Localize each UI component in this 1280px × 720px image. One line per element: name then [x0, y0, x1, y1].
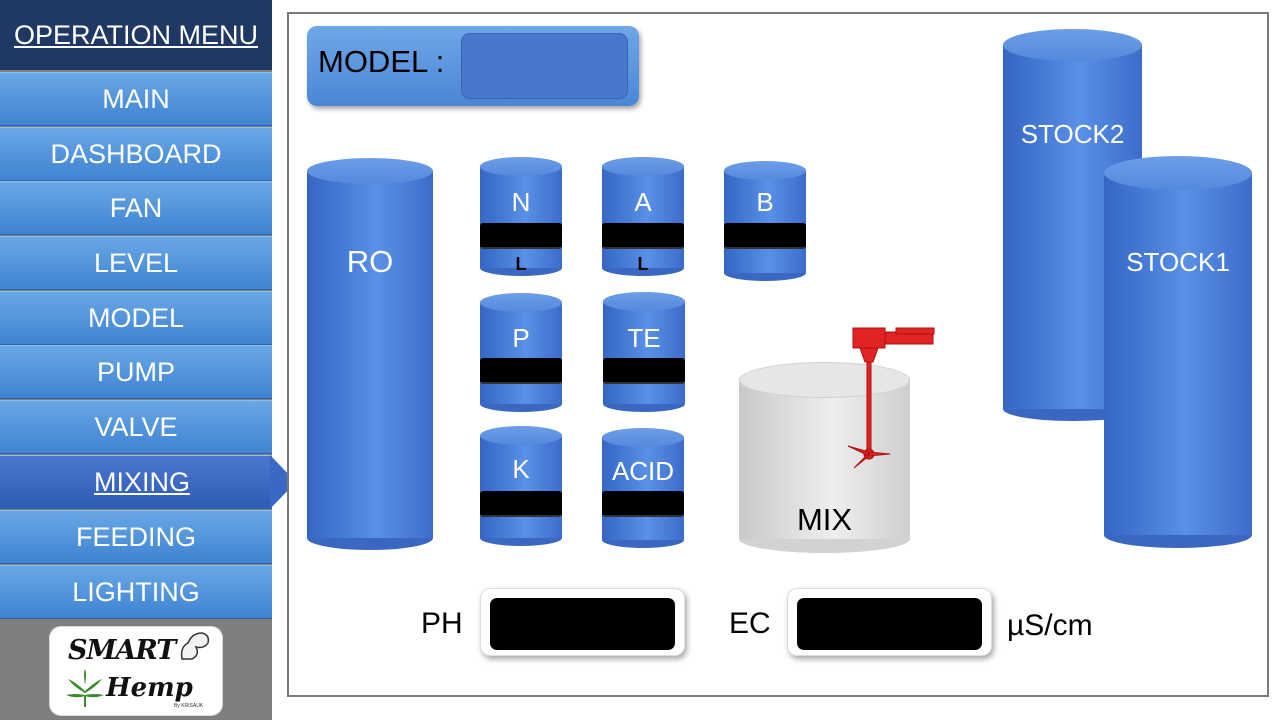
- menu-item-fan[interactable]: FAN: [0, 181, 272, 235]
- tank-a-level-indicator: L: [637, 254, 649, 274]
- menu-item-pump[interactable]: PUMP: [0, 345, 272, 399]
- model-value-field[interactable]: [461, 33, 628, 99]
- tank-acid-label: ACID: [611, 456, 675, 486]
- tank-p-label: P: [512, 323, 530, 353]
- tank-ro-label: RO: [346, 244, 394, 279]
- menu-item-lighting[interactable]: LIGHTING: [0, 565, 272, 619]
- tank-n-level-bar: [480, 223, 562, 249]
- menu-title: OPERATION MENU: [0, 0, 272, 70]
- cannabis-leaf-icon: [66, 669, 104, 707]
- tank-b-label: B: [756, 187, 774, 217]
- tank-acid-level-bar: [602, 491, 684, 517]
- menu-item-dashboard[interactable]: DASHBOARD: [0, 127, 272, 181]
- tank-acid[interactable]: ACID: [602, 428, 684, 548]
- ph-readout-frame: [480, 588, 685, 656]
- tank-k-level-bar: [480, 491, 562, 517]
- ec-readout: [797, 598, 982, 650]
- tank-p[interactable]: P: [480, 293, 562, 412]
- model-box: MODEL :: [307, 26, 639, 106]
- menu-item-mixing[interactable]: MIXING: [0, 455, 272, 509]
- tank-ro[interactable]: RO: [307, 158, 433, 550]
- tank-n[interactable]: N L: [480, 157, 562, 276]
- tank-a-label: A: [634, 187, 652, 217]
- tank-mix-label: MIX: [796, 502, 853, 537]
- smart-hemp-logo: SMART Hemp By KRISAUK: [49, 626, 223, 716]
- tank-n-level-indicator: L: [515, 254, 527, 274]
- tank-te-level-bar: [603, 358, 685, 384]
- logo-text-smart: SMART: [68, 635, 176, 666]
- tank-k[interactable]: K: [480, 426, 562, 546]
- ec-unit-label: µS/cm: [1007, 609, 1093, 642]
- menu-item-level[interactable]: LEVEL: [0, 236, 272, 290]
- ph-label: PH: [421, 607, 463, 640]
- tank-mix[interactable]: MIX: [739, 362, 910, 553]
- flexed-arm-icon: [180, 632, 210, 660]
- logo-byline: By KRISAUK: [174, 703, 204, 709]
- mixer-icon[interactable]: [840, 322, 940, 474]
- menu-item-main[interactable]: MAIN: [0, 72, 272, 126]
- tank-n-label: N: [511, 187, 531, 217]
- tank-k-label: K: [512, 454, 530, 484]
- ec-label: EC: [729, 607, 771, 640]
- tank-te[interactable]: TE: [603, 292, 685, 412]
- tank-b-level-bar: [724, 223, 806, 249]
- tank-te-label: TE: [627, 323, 661, 353]
- tank-p-level-bar: [480, 358, 562, 384]
- tank-a-level-bar: [602, 223, 684, 249]
- model-label: MODEL :: [318, 44, 445, 79]
- tank-stock1-label: STOCK1: [1126, 247, 1230, 277]
- menu-item-model[interactable]: MODEL: [0, 291, 272, 345]
- tank-stock2-label: STOCK2: [1020, 119, 1125, 149]
- logo-text-hemp: Hemp: [106, 673, 193, 703]
- tank-stock1[interactable]: STOCK1: [1104, 156, 1252, 548]
- menu-item-feeding[interactable]: FEEDING: [0, 510, 272, 564]
- ph-readout: [490, 598, 675, 650]
- sidebar: OPERATION MENU MAIN DASHBOARD FAN LEVEL …: [0, 0, 296, 720]
- tank-a[interactable]: A L: [602, 157, 684, 276]
- tank-b[interactable]: B: [724, 161, 806, 281]
- ec-readout-frame: [787, 588, 992, 656]
- menu-item-valve[interactable]: VALVE: [0, 400, 272, 454]
